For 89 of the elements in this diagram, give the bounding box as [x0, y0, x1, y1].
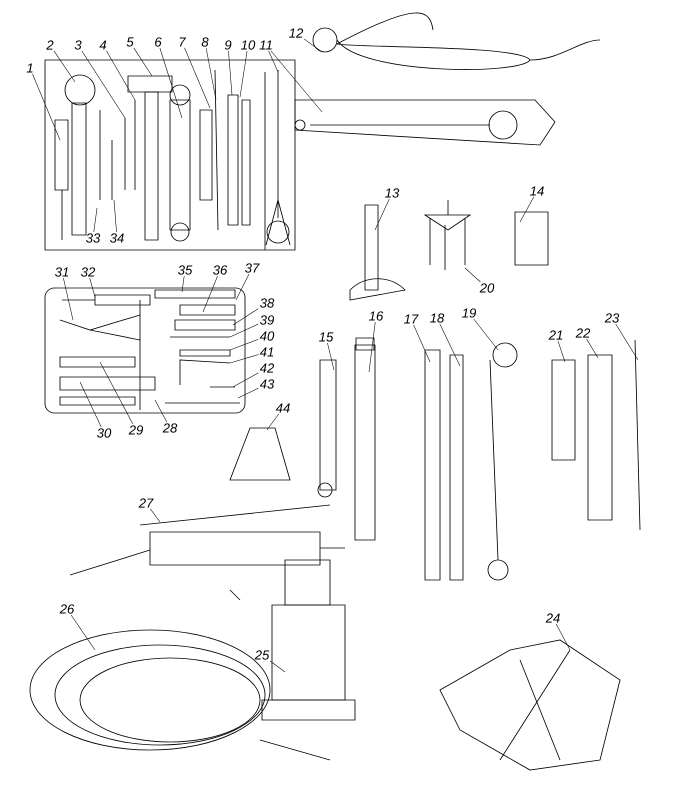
callout-number: 38 [260, 298, 274, 308]
callout-number: 18 [430, 313, 444, 323]
leader-line [327, 342, 334, 370]
callout-number: 17 [404, 314, 419, 324]
callout-number: 22 [576, 328, 590, 338]
callout-number: 3 [74, 40, 82, 50]
leader-line [270, 50, 322, 112]
callout-number: 29 [128, 425, 144, 435]
callout-number: 28 [162, 423, 178, 433]
callout-number: 39 [260, 315, 274, 325]
leader-line [473, 318, 498, 350]
leader-line [70, 614, 96, 650]
callout-number: 33 [86, 233, 100, 243]
callout-number: 13 [385, 188, 400, 198]
leader-line [236, 274, 250, 300]
leader-line [615, 324, 638, 360]
callout-number: 43 [260, 379, 274, 389]
leader-line [63, 278, 74, 320]
leader-line [32, 74, 60, 140]
callout-number: 10 [241, 40, 256, 50]
leader-line [232, 372, 259, 388]
leader-line [230, 354, 259, 364]
leader-line [202, 276, 218, 312]
callout-number: 14 [530, 186, 544, 196]
leader-line [413, 324, 430, 362]
leader-line [520, 196, 534, 222]
leader-line [94, 208, 98, 232]
callout-number: 5 [126, 37, 134, 47]
leader-line [89, 278, 96, 298]
leader-line [304, 38, 322, 52]
leader-line [184, 48, 210, 108]
leader-line [232, 308, 259, 326]
leader-line [270, 660, 286, 672]
leader-line [134, 48, 152, 76]
leader-line [54, 50, 76, 82]
leader-line [82, 50, 126, 118]
leader-line [160, 48, 182, 118]
callout-number: 9 [224, 40, 232, 50]
callout-number: 41 [260, 348, 274, 357]
callout-number: 6 [155, 37, 162, 47]
callout-number: 40 [260, 331, 274, 341]
callout-number: 31 [55, 267, 68, 277]
callout-number: 2 [46, 40, 54, 50]
callout-number: 16 [369, 311, 384, 321]
leader-line [230, 339, 259, 350]
leader-line [238, 388, 259, 398]
callout-number: 7 [180, 38, 186, 47]
callout-number: 19 [462, 308, 476, 318]
callout-number: 8 [202, 37, 209, 47]
callout-number: 23 [604, 313, 620, 323]
callout-number: 11 [260, 40, 272, 50]
leader-line [440, 324, 460, 366]
callout-number: 36 [213, 265, 228, 275]
leader-line [266, 414, 280, 430]
callout-number: 30 [97, 428, 112, 438]
callout-number: 15 [319, 332, 334, 342]
callout-number: 21 [548, 330, 562, 340]
leader-line [368, 322, 376, 372]
callout-number: 42 [260, 363, 274, 373]
leader-line [114, 200, 117, 232]
callout-number: 37 [245, 263, 260, 273]
leader-line [150, 508, 160, 522]
callout-number: 27 [138, 498, 154, 508]
leader-line [182, 276, 184, 292]
leader-line [154, 400, 168, 422]
callout-number: 1 [26, 64, 33, 73]
callout-number: 26 [60, 604, 74, 614]
leader-line [556, 624, 570, 650]
leader-line [464, 268, 481, 282]
callout-number: 24 [546, 613, 560, 623]
callout-number: 25 [254, 650, 270, 660]
callout-number: 32 [81, 267, 96, 277]
leader-line [106, 50, 136, 100]
leader-line [80, 382, 102, 428]
leader-line [374, 198, 390, 230]
callout-number: 35 [178, 265, 192, 275]
leader-line [240, 50, 248, 98]
callout-number: 34 [110, 233, 124, 243]
callout-number: 20 [480, 283, 494, 293]
callout-number: 44 [276, 404, 290, 413]
leader-line [100, 362, 134, 424]
callout-number: 12 [289, 28, 304, 38]
leader-line [268, 50, 278, 72]
leader-line [230, 324, 259, 338]
leader-line [558, 340, 566, 362]
callout-number: 4 [99, 40, 106, 50]
leader-line [586, 338, 598, 358]
leader-line [228, 50, 232, 96]
leader-line [206, 48, 216, 100]
